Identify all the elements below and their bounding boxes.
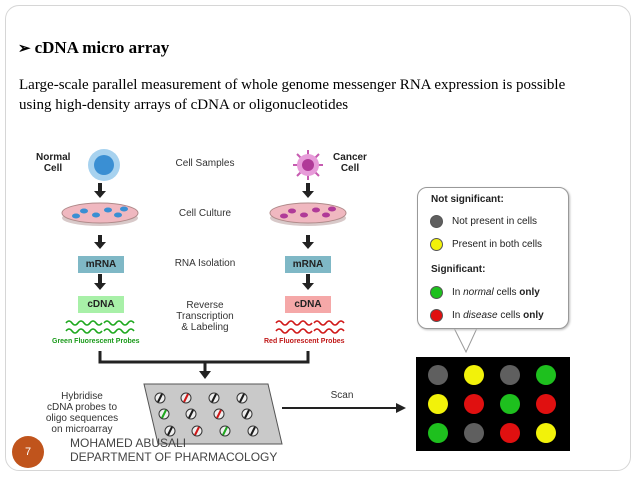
- slide-frame: [5, 5, 631, 471]
- heading-text: cDNA micro array: [34, 38, 170, 57]
- normal-cell-icon: [88, 149, 120, 181]
- cancer-cell-label: Cancer Cell: [333, 152, 367, 174]
- red-probe-waves-icon: [275, 320, 345, 334]
- legend-row-normal-only: In normal cells only: [430, 285, 540, 299]
- microarray-spot-yellow: [428, 394, 448, 414]
- microarray-spot-green: [500, 394, 520, 414]
- slide-heading: ➢cDNA micro array: [18, 38, 169, 58]
- microarray-spot-yellow: [536, 423, 556, 443]
- hybridise-label: Hybridise cDNA probes to oligo sequences…: [45, 391, 119, 435]
- mrna-box-cancer: mRNA: [285, 256, 331, 273]
- microarray-spot-green: [536, 365, 556, 385]
- legend-row-disease-only: In disease cells only: [430, 308, 544, 322]
- footer-author: MOHAMED ABUSALI: [70, 436, 187, 450]
- legend-not-present-text: Not present in cells: [452, 215, 538, 227]
- legend-row-present-both: Present in both cells: [430, 237, 542, 251]
- step-rna-isolation: RNA Isolation: [174, 258, 236, 269]
- microarray-spot-gray: [428, 365, 448, 385]
- yellow-dot-icon: [430, 237, 443, 251]
- microarray-slide-icon: [143, 383, 283, 445]
- cdna-box-cancer: cDNA: [285, 296, 331, 313]
- cancer-petri-dish-icon: [269, 202, 347, 226]
- slide-body-text: Large-scale parallel measurement of whol…: [19, 77, 566, 113]
- green-probe-waves-icon: [65, 320, 135, 334]
- cdna-box-normal: cDNA: [78, 296, 124, 313]
- legend-disease-only-text: In disease cells only: [452, 309, 544, 321]
- legend-box: Not significant: Not present in cells Pr…: [417, 187, 569, 329]
- legend-not-significant-heading: Not significant:: [431, 194, 504, 205]
- step-reverse-transcription: Reverse Transcription & Labeling: [176, 300, 234, 333]
- legend-row-not-present: Not present in cells: [430, 214, 537, 228]
- cancer-cell-icon: [293, 150, 323, 180]
- scan-arrow-head: [396, 403, 406, 413]
- microarray-spot-red: [464, 394, 484, 414]
- microarray-spot-green: [428, 423, 448, 443]
- normal-cell-label: Normal Cell: [36, 152, 71, 174]
- legend-normal-only-text: In normal cells only: [452, 286, 540, 298]
- scan-label: Scan: [330, 390, 354, 401]
- microarray-result-grid: [416, 357, 570, 451]
- microarray-spot-red: [500, 423, 520, 443]
- green-probes-label: Green Fluorescent Probes: [52, 338, 140, 345]
- microarray-spot-gray: [464, 423, 484, 443]
- gray-dot-icon: [430, 214, 443, 228]
- microarray-spot-gray: [500, 365, 520, 385]
- bullet-arrow-icon: ➢: [18, 41, 31, 57]
- green-dot-icon: [430, 285, 443, 299]
- microarray-spot-red: [536, 394, 556, 414]
- legend-present-both-text: Present in both cells: [452, 238, 543, 250]
- red-probes-label: Red Fluorescent Probes: [264, 338, 345, 345]
- microarray-spot-yellow: [464, 365, 484, 385]
- step-cell-samples: Cell Samples: [175, 158, 235, 169]
- probe-tubes-icon: [154, 392, 259, 437]
- mrna-box-normal: mRNA: [78, 256, 124, 273]
- normal-petri-dish-icon: [61, 202, 139, 226]
- step-cell-culture: Cell Culture: [178, 208, 232, 219]
- legend-callout-pointer: [452, 325, 479, 354]
- footer-text: MOHAMED ABUSALI DEPARTMENT OF PHARMACOLO…: [70, 436, 277, 464]
- footer-department: DEPARTMENT OF PHARMACOLOGY: [70, 450, 278, 464]
- legend-significant-heading: Significant:: [431, 264, 486, 275]
- red-dot-icon: [430, 308, 443, 322]
- page-number-badge: 7: [12, 436, 44, 468]
- merge-arrow-head: [199, 371, 211, 379]
- merge-connector-arrow: [98, 351, 310, 372]
